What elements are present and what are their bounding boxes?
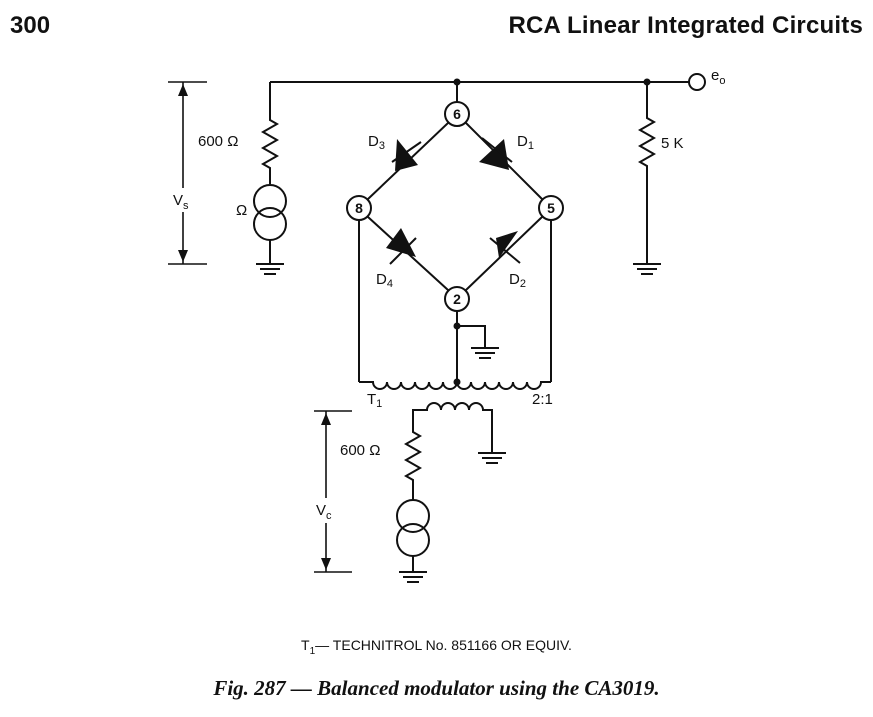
source-voltage-bracket xyxy=(168,81,207,265)
svg-text:5: 5 xyxy=(547,200,555,216)
footnote-transformer-subscript: 1 xyxy=(309,645,316,657)
ground-symbol xyxy=(399,571,427,583)
diode-d2 xyxy=(489,231,521,264)
diode-d2-label: D2 xyxy=(509,271,526,290)
diode-d3-label: D3 xyxy=(368,133,385,152)
source-branch-wire xyxy=(260,82,280,184)
diode-d1-label: D1 xyxy=(517,133,534,152)
diode-d3 xyxy=(391,139,422,171)
carrier-voltage-label: Vc xyxy=(316,502,332,522)
carrier-voltage-bracket xyxy=(314,410,352,573)
load-resistor-label: 5 K xyxy=(661,135,684,152)
ground-symbol xyxy=(478,452,506,464)
transformer-primary-coil xyxy=(412,402,493,453)
running-title: RCA Linear Integrated Circuits xyxy=(508,12,863,39)
diode-d4 xyxy=(386,228,417,265)
carrier-branch-wire xyxy=(403,425,423,500)
node-6: 6 xyxy=(444,101,470,127)
source-generator-label: Ω xyxy=(236,202,247,219)
ground-symbol xyxy=(256,263,284,275)
svg-text:6: 6 xyxy=(453,106,461,122)
output-terminal xyxy=(688,73,706,91)
figure-caption: Fig. 287 — Balanced modulator using the … xyxy=(213,676,660,700)
source-voltage-label: Vs xyxy=(173,192,189,212)
svg-text:8: 8 xyxy=(355,200,363,216)
svg-text:2: 2 xyxy=(453,291,461,307)
bridge-edges xyxy=(367,122,543,291)
source-resistor-label: 600 Ω xyxy=(198,133,238,150)
footnote-text: — TECHNITROL No. 851166 OR EQUIV. xyxy=(315,637,572,653)
page-number: 300 xyxy=(10,12,51,39)
carrier-resistor-label: 600 Ω xyxy=(340,442,380,459)
diode-d4-label: D4 xyxy=(376,271,393,290)
transformer-label: T1 xyxy=(367,391,382,410)
node-5: 5 xyxy=(538,195,564,221)
signal-generator xyxy=(253,184,287,241)
diode-d1 xyxy=(479,137,513,170)
node-8: 8 xyxy=(346,195,372,221)
bridge-ground-wire xyxy=(457,325,486,348)
ground-symbol xyxy=(471,347,499,359)
ground-symbol xyxy=(633,263,661,275)
load-branch-wire xyxy=(637,82,657,264)
carrier-generator xyxy=(396,499,430,557)
output-label: eo xyxy=(711,67,725,87)
node-2: 2 xyxy=(444,286,470,312)
footnote-transformer-prefix: T xyxy=(301,637,310,653)
transformer-footnote: T1— TECHNITROL No. 851166 OR EQUIV. xyxy=(0,637,873,657)
junction-dot xyxy=(453,378,461,386)
transformer-ratio-label: 2:1 xyxy=(532,391,553,408)
